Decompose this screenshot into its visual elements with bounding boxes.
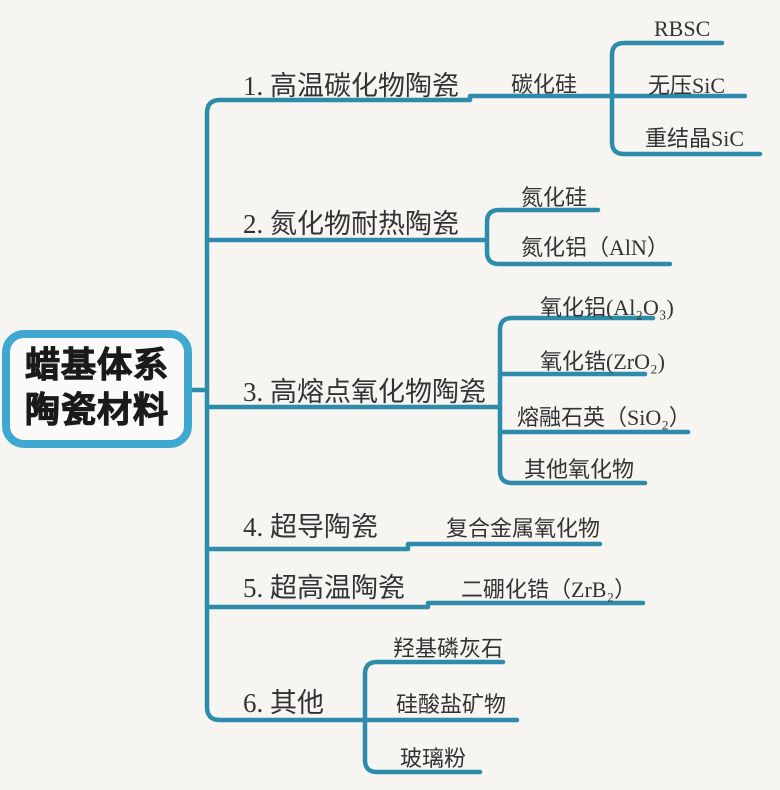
root-title-line1: 蜡基体系 [24, 346, 169, 386]
branch-1-label: 1. 高温碳化物陶瓷 [243, 71, 459, 101]
branch-3-label: 3. 高熔点氧化物陶瓷 [243, 377, 486, 407]
branch-4-label: 4. 超导陶瓷 [243, 512, 378, 542]
branch-5-label: 5. 超高温陶瓷 [243, 573, 405, 603]
node-fused-quartz: 熔融石英（SiO₂） [517, 405, 691, 430]
node-recrystallized-sic: 重结晶SiC [645, 126, 745, 151]
branch-2-label: 2. 氮化物耐热陶瓷 [243, 209, 459, 239]
node-silicate-minerals: 硅酸盐矿物 [396, 692, 507, 717]
connector-bracket-branch1 [609, 40, 763, 157]
node-silicon-nitride: 氮化硅 [521, 185, 588, 210]
connector-branch4 [204, 541, 603, 552]
connector-branch5 [204, 600, 646, 610]
node-pressureless-sic: 无压SiC [648, 73, 726, 98]
node-alumina: 氧化铝(Al₂O₃) [540, 295, 674, 320]
node-zirconia: 氧化锆(ZrO₂) [540, 349, 665, 374]
node-rbsc: RBSC [654, 16, 711, 41]
branch-6-label: 6. 其他 [243, 688, 324, 718]
connector-bracket-branch3 [497, 315, 656, 486]
root-title-line2: 陶瓷材料 [24, 391, 169, 431]
connector-bracket-branch2 [484, 207, 673, 267]
root-node: 蜡基体系 陶瓷材料 [2, 330, 192, 448]
node-glass-powder: 玻璃粉 [400, 746, 467, 771]
node-hydroxyapatite: 羟基磷灰石 [393, 636, 504, 661]
node-composite-metal-oxide: 复合金属氧化物 [446, 516, 601, 541]
node-zirconium-diboride: 二硼化锆（ZrB₂） [461, 577, 637, 602]
node-silicon-carbide: 碳化硅 [511, 72, 578, 97]
node-aluminum-nitride: 氮化铝（AlN） [521, 235, 669, 260]
connector-trunk-branch1-branch6 [204, 93, 748, 723]
connector-bracket-branch6 [362, 659, 506, 775]
node-other-oxides: 其他氧化物 [524, 457, 635, 482]
